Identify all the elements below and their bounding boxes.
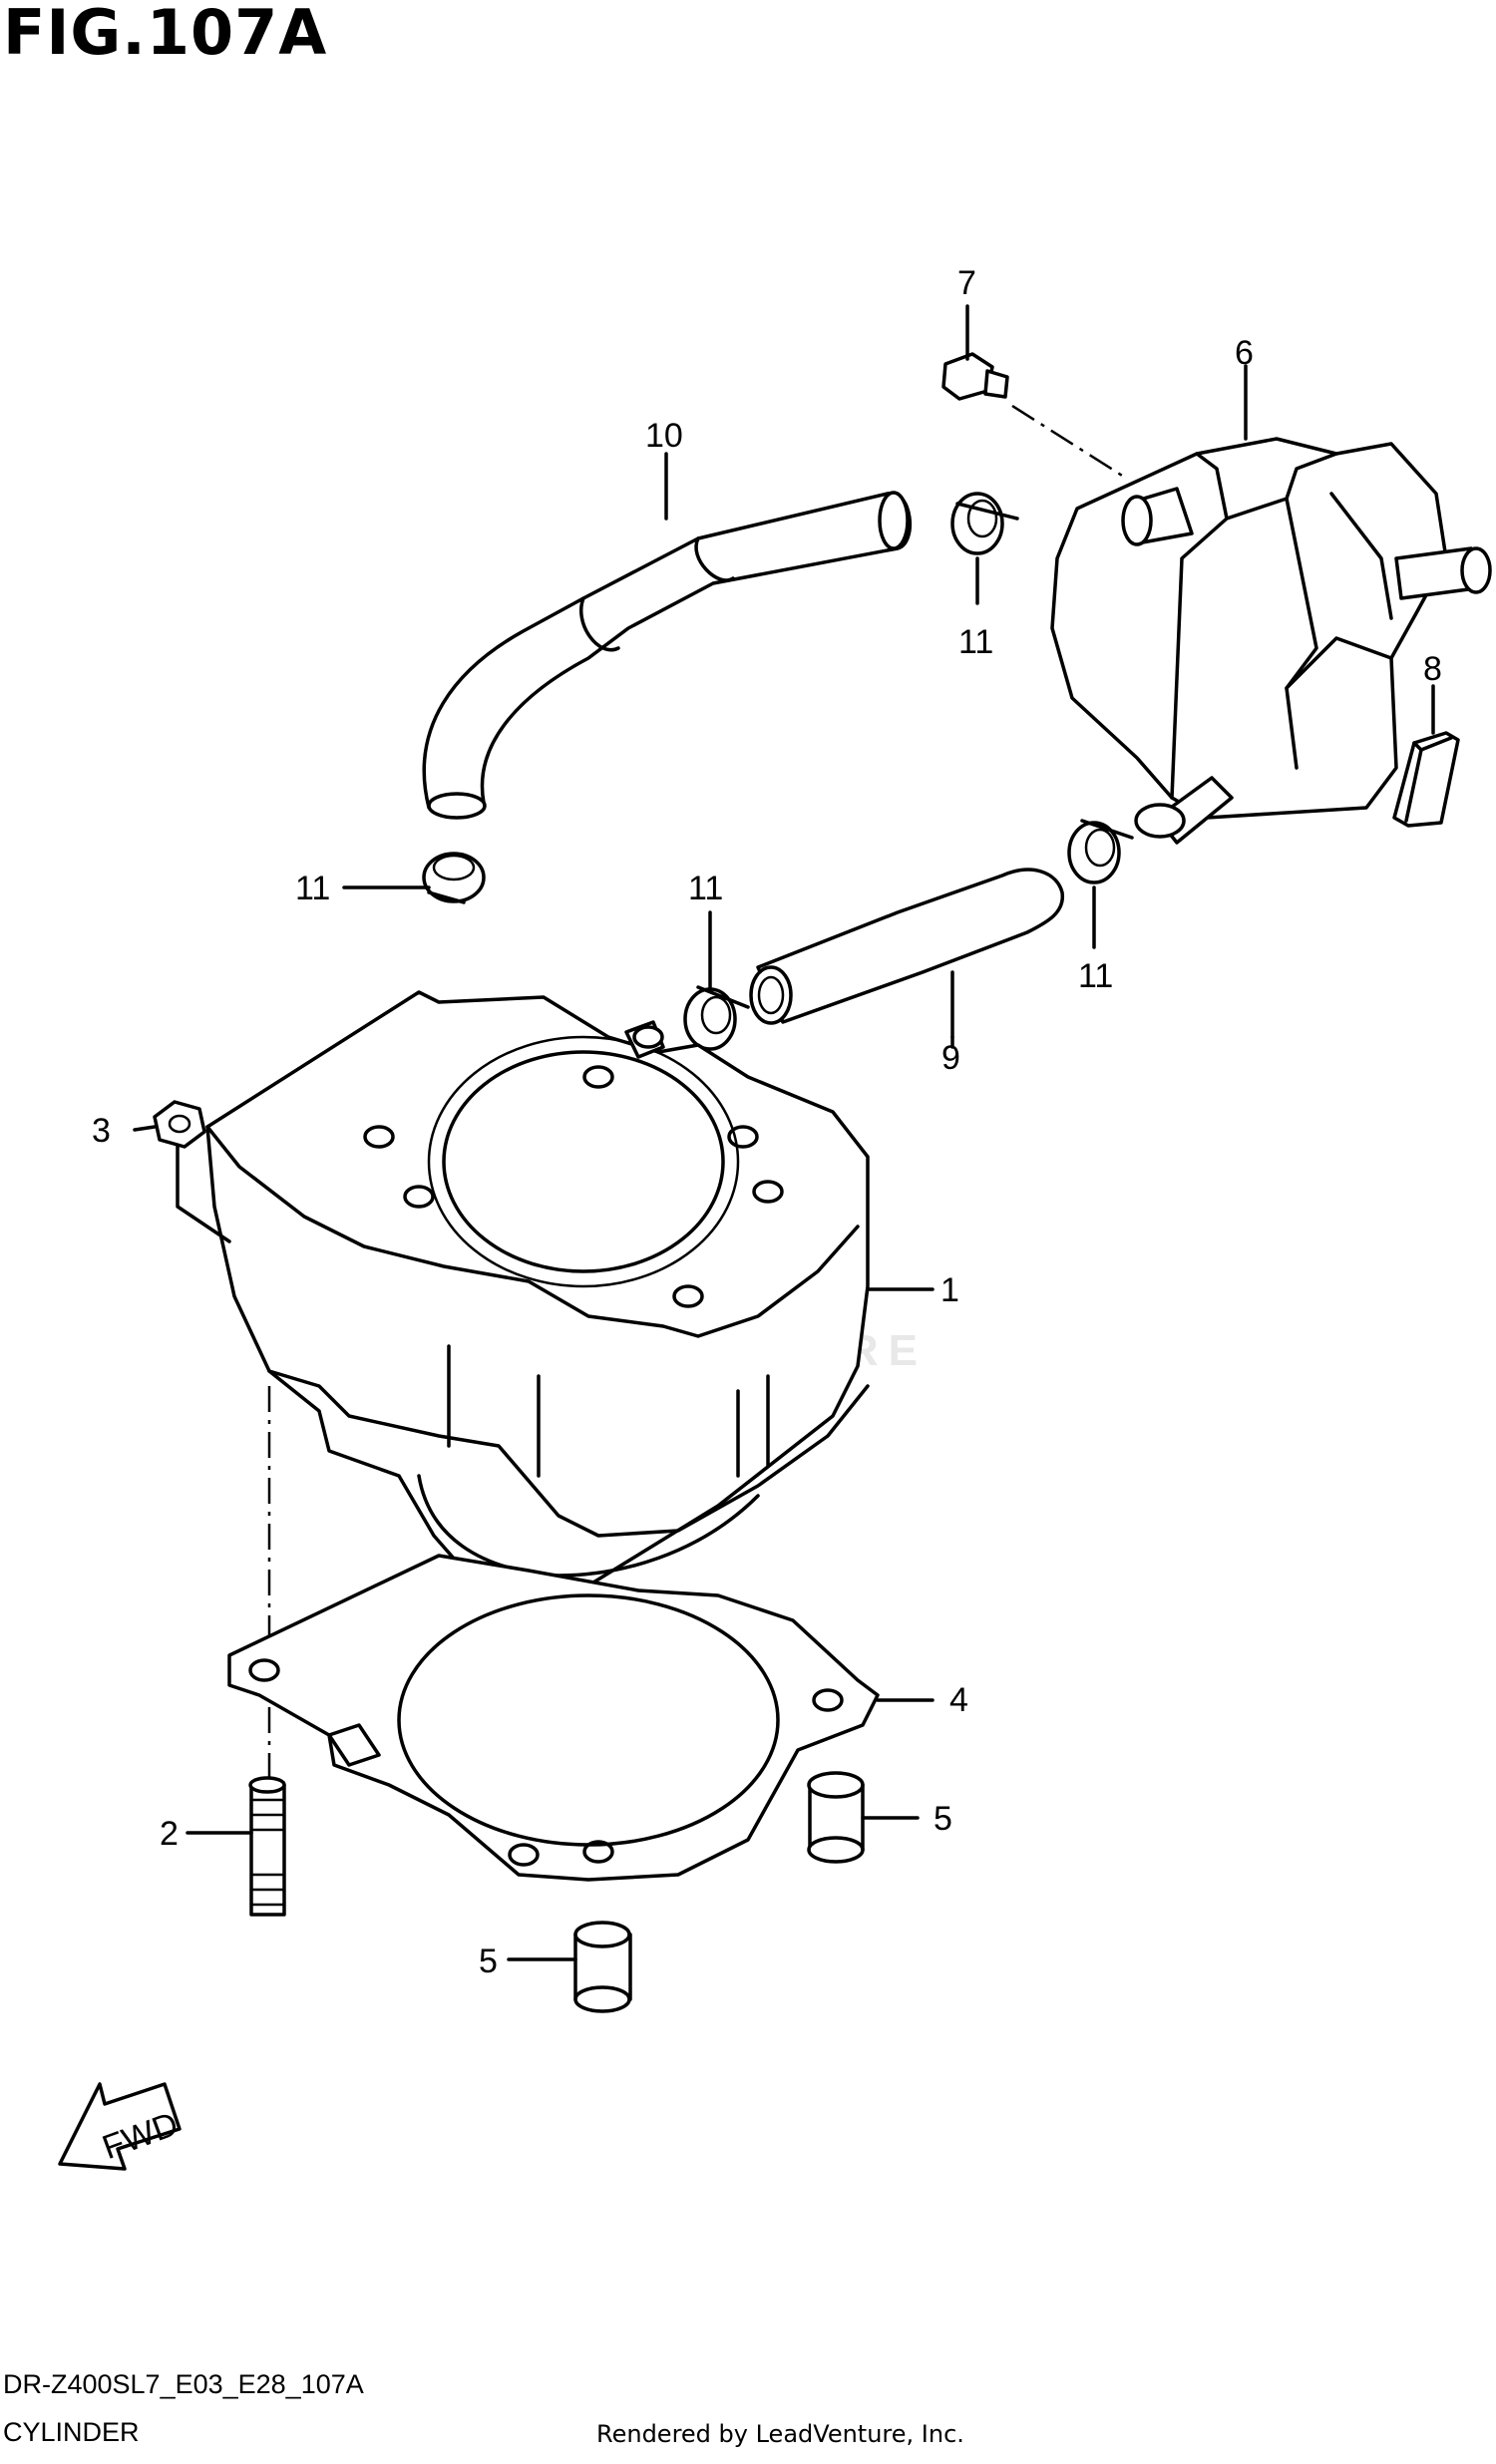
callout-4: 4 <box>949 1681 968 1719</box>
callout-8: 8 <box>1423 650 1442 688</box>
callout-10: 10 <box>645 417 683 455</box>
fwd-arrow-icon: FWD <box>58 2082 184 2171</box>
callout-11-a: 11 <box>958 623 993 661</box>
callout-7: 7 <box>957 264 976 302</box>
reservoir-tank-part-6[interactable] <box>1050 437 1492 845</box>
callout-11-c: 11 <box>688 870 723 907</box>
render-credit: Rendered by LeadVenture, Inc. <box>596 2420 964 2448</box>
callouts: 7 6 10 11 8 11 11 11 9 3 1 4 2 5 5 <box>92 264 1442 1980</box>
clamp-part-11-b[interactable] <box>422 852 486 904</box>
callout-2: 2 <box>160 1815 179 1853</box>
hose-lower-part-9[interactable] <box>749 868 1064 1025</box>
gasket-part-4[interactable] <box>227 1554 880 1882</box>
callout-5-b: 5 <box>479 1942 498 1980</box>
callout-5-a: 5 <box>934 1800 952 1838</box>
cap-part-8[interactable] <box>1392 731 1460 828</box>
leader-lines <box>133 304 1435 1961</box>
bolt-part-7[interactable] <box>941 352 1128 481</box>
callout-11-d: 11 <box>1078 957 1113 995</box>
hose-upper-part-10[interactable] <box>422 491 912 820</box>
diagram-caption: CYLINDER <box>3 2417 140 2447</box>
callout-1: 1 <box>940 1271 959 1309</box>
callout-3: 3 <box>92 1112 111 1150</box>
dowel-part-5-b[interactable] <box>573 1921 632 2013</box>
dowel-part-5-a[interactable] <box>807 1771 865 1864</box>
clamp-part-11-c[interactable] <box>683 985 750 1051</box>
model-code: DR-Z400SL7_E03_E28_107A <box>3 2369 364 2399</box>
callout-11-b: 11 <box>295 870 330 907</box>
cylinder-part-1[interactable] <box>176 990 870 1587</box>
nut-part-3[interactable] <box>153 1100 206 1149</box>
figure-title: FIG.107A <box>3 0 328 69</box>
callout-6: 6 <box>1235 334 1254 372</box>
clamp-part-11-a[interactable] <box>950 492 1019 555</box>
callout-9: 9 <box>941 1039 960 1077</box>
clamp-part-11-d[interactable] <box>1067 819 1134 884</box>
stud-part-2[interactable] <box>248 1776 286 1917</box>
